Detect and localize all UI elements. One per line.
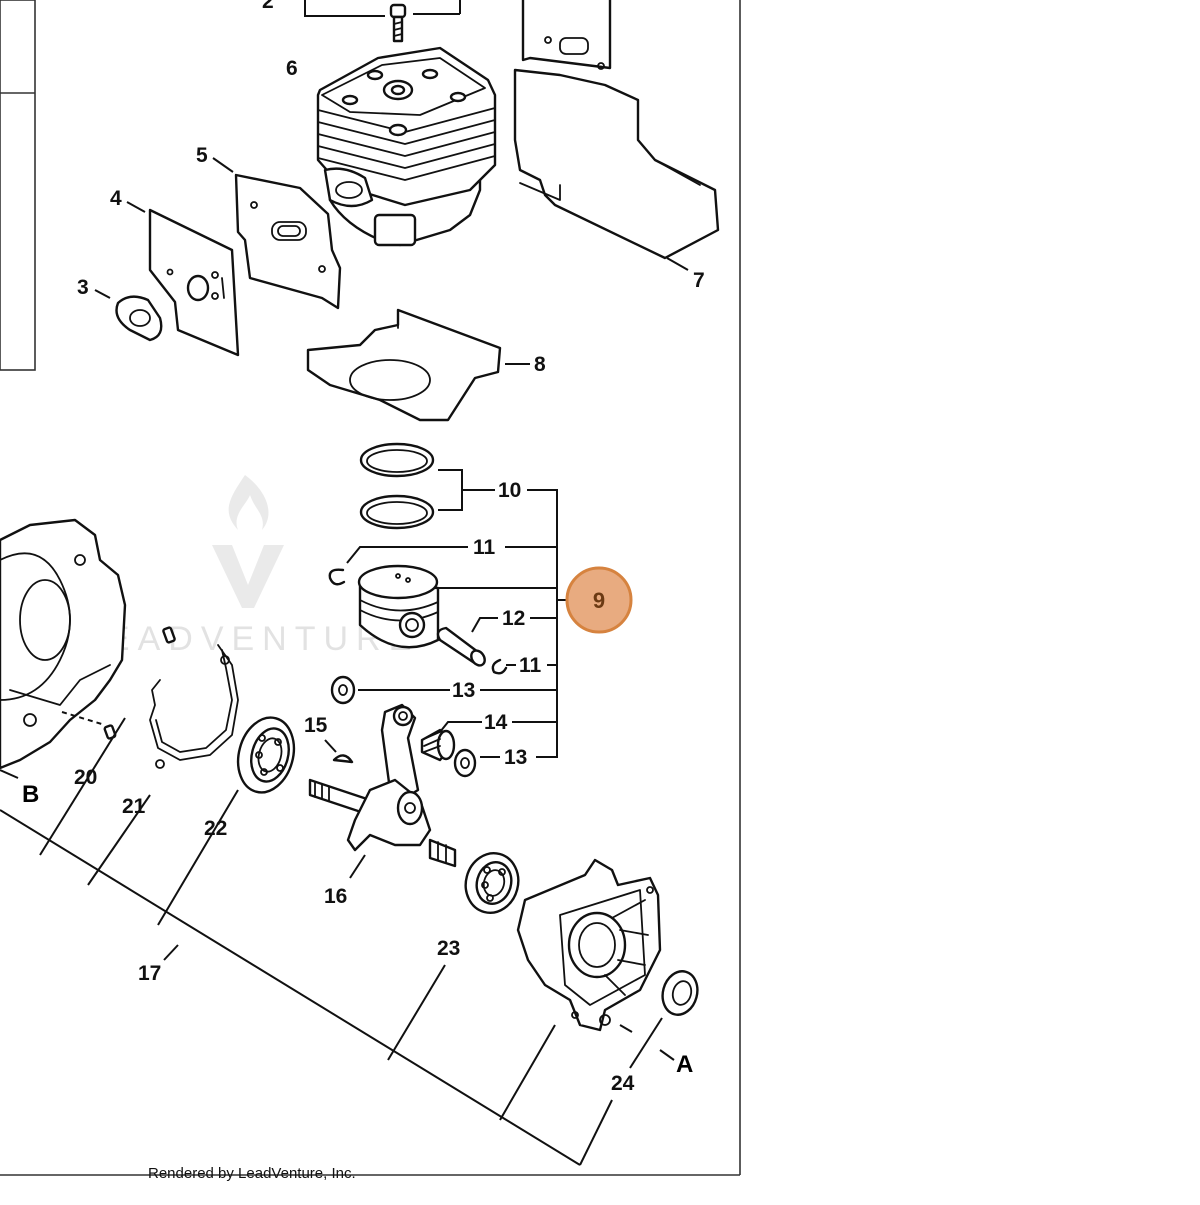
label-16: 16	[324, 885, 347, 908]
label-17: 17	[138, 962, 161, 985]
label-10: 10	[498, 479, 521, 502]
label-9: 9	[593, 588, 605, 613]
label-22: 22	[204, 817, 227, 840]
footer-credit: Rendered by LeadVenture, Inc.	[148, 1165, 356, 1182]
part-9-highlight-badge[interactable]: 9	[565, 566, 633, 634]
part-22-ball-bearing	[236, 716, 296, 794]
label-24: 24	[611, 1072, 635, 1095]
part-24-crankcase	[516, 858, 699, 1032]
part-13-washer-left	[330, 675, 450, 705]
marker-b: B	[22, 781, 39, 808]
label-11-upper: 11	[473, 536, 496, 559]
part-3-gasket	[94, 289, 163, 342]
part-10-piston-rings	[359, 442, 495, 530]
label-7: 7	[693, 269, 705, 292]
part-12-piston-pin	[436, 617, 498, 667]
label-5: 5	[196, 144, 208, 167]
watermark-logo: LEADVENTURE	[80, 475, 419, 658]
diagram-frame	[0, 0, 741, 1176]
part-7-heat-shield	[513, 0, 720, 271]
label-13-upper: 13	[452, 679, 475, 702]
part-4-gasket	[126, 201, 240, 357]
part-6-cylinder	[316, 46, 497, 247]
label-4: 4	[110, 187, 122, 210]
label-3: 3	[77, 276, 89, 299]
part-21-gasket	[149, 644, 239, 769]
part-16-crankshaft	[308, 703, 457, 879]
part-13-washer-right	[453, 748, 500, 778]
part-20-crankcase-left	[0, 518, 176, 770]
label-21: 21	[122, 795, 146, 818]
part-9-group-bracket	[480, 489, 572, 758]
part-labels: 2 6 5 4 3 7 8 10 11 12 11 13 15 14 13 20…	[22, 0, 705, 1095]
leader-lines	[0, 717, 675, 1166]
label-11-lower: 11	[519, 654, 542, 677]
part-9-piston	[357, 564, 557, 649]
part-2-screw	[304, 0, 461, 43]
label-12: 12	[502, 607, 525, 630]
marker-a: A	[676, 1051, 693, 1078]
part-11-circlip-lower	[491, 658, 516, 675]
label-20: 20	[74, 766, 97, 789]
watermark-text: LEADVENTURE	[80, 620, 419, 658]
label-23: 23	[437, 937, 460, 960]
part-15-key	[324, 739, 354, 764]
part-8-base-gasket	[306, 308, 530, 422]
part-11-circlip-upper	[328, 546, 468, 586]
label-6: 6	[286, 57, 298, 80]
label-13-lower: 13	[504, 746, 527, 769]
label-8: 8	[534, 353, 546, 376]
label-2: 2	[262, 0, 274, 13]
part-23-ball-bearing	[464, 852, 520, 914]
label-15: 15	[304, 714, 328, 737]
label-14: 14	[484, 711, 508, 734]
part-14-needle-bearing	[420, 721, 482, 762]
part-5-gasket	[212, 157, 342, 310]
